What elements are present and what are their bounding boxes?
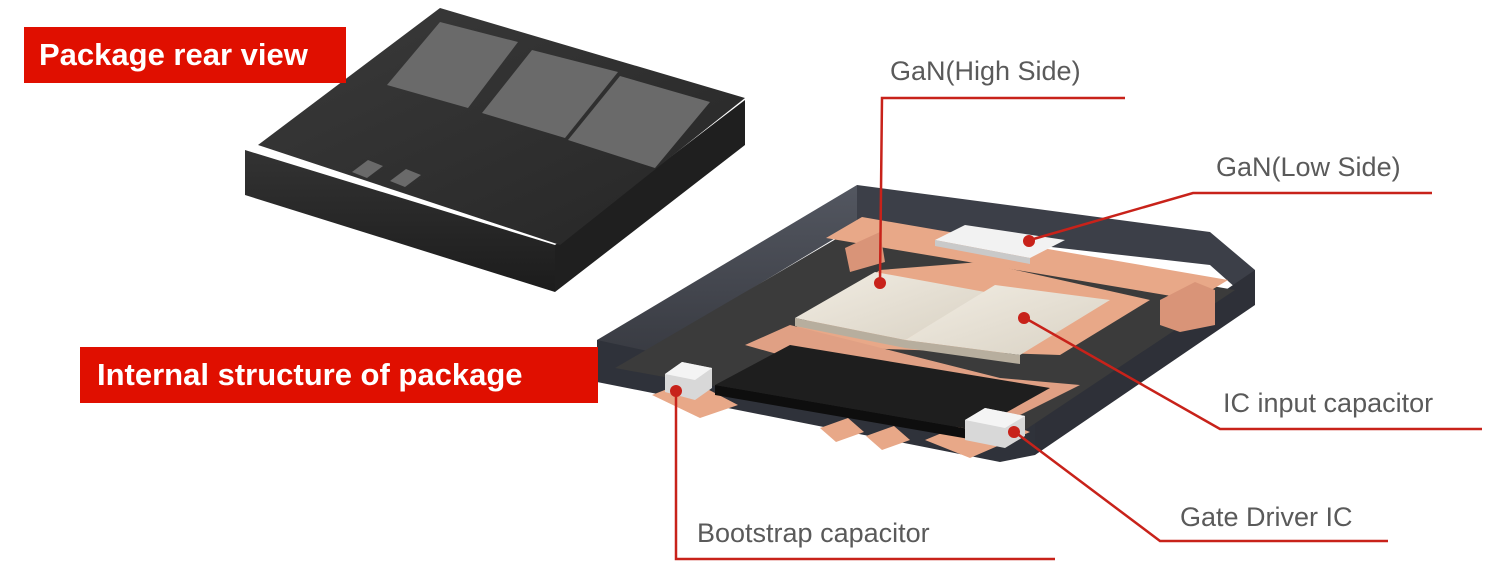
gate-driver-ic-edge (715, 385, 975, 440)
mold-back-wall (857, 185, 1255, 305)
leader-ic-input-capacitor (1024, 316, 1482, 431)
rear-package-side-left (245, 150, 555, 292)
copper-post-left (845, 232, 885, 272)
callout-gan-low-side: GaN(Low Side) (1216, 152, 1401, 182)
gan-high-side-die (795, 272, 985, 340)
callout-bootstrap-capacitor: Bootstrap capacitor (697, 518, 930, 548)
rear-pad-small-1 (352, 160, 383, 178)
leader-bootstrap-capacitor (674, 392, 1055, 561)
leader-gate-driver-ic (1014, 431, 1388, 543)
rear-view-package (245, 8, 745, 292)
callout-gate-driver-ic: Gate Driver IC (1180, 502, 1353, 532)
rear-package-side-right (555, 100, 745, 292)
rear-package-top (258, 8, 745, 245)
callout-ic-input-capacitor: IC input capacitor (1223, 388, 1434, 418)
gan-low-side-chip (935, 225, 1065, 258)
leader-lines (670, 96, 1482, 561)
leader-dot-gan-low-side (1023, 235, 1035, 247)
leader-dot-ic-input-capacitor (1018, 312, 1030, 324)
leader-gan-high-side (878, 96, 1125, 283)
callout-gan-high-side: GaN(High Side) (890, 56, 1081, 86)
leader-gan-low-side (1029, 191, 1432, 242)
leader-dot-gate-driver-ic (1008, 426, 1020, 438)
rear-pad-1 (387, 22, 518, 108)
rear-pad-2 (482, 50, 618, 138)
rear-pad-3 (568, 76, 710, 168)
internal-package (597, 185, 1255, 462)
rear-view-banner-label: Package rear view (39, 37, 308, 72)
leader-dot-gan-high-side (874, 277, 886, 289)
copper-pad-front-2 (866, 426, 910, 450)
mold-left-wall (597, 185, 857, 382)
copper-pad-front-1 (820, 418, 864, 442)
gate-driver-ic (715, 345, 1050, 430)
leader-dot-bootstrap-capacitor (670, 385, 682, 397)
copper-post-right (1160, 282, 1215, 332)
rear-view-banner: Package rear view (24, 27, 346, 83)
internal-structure-banner: Internal structure of package (80, 347, 598, 403)
gan-low-side-die-edge (905, 340, 1020, 364)
gan-low-side-chip-edge (935, 240, 1030, 264)
rear-pad-small-2 (390, 169, 421, 187)
internal-structure-banner-label: Internal structure of package (97, 357, 523, 392)
gan-low-side-die (905, 285, 1110, 355)
ic-input-capacitor-gate-top (965, 408, 1025, 428)
bootstrap-capacitor-top (665, 362, 712, 380)
gan-high-side-die-edge (795, 318, 905, 348)
